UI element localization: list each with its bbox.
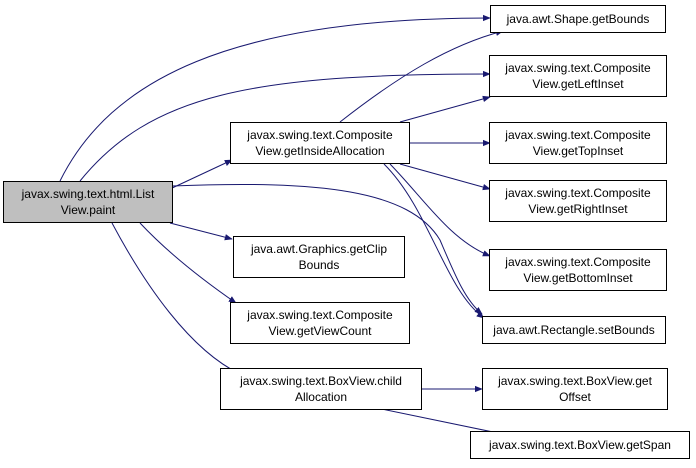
node-label-line2: View.getTopInset bbox=[532, 144, 624, 158]
node-label-line2: Bounds bbox=[298, 258, 340, 272]
edge-root-to-viewcount bbox=[139, 222, 237, 304]
edge-root-to-childalloc bbox=[111, 222, 241, 375]
edge-insidealloc-to-rightinset bbox=[399, 163, 491, 191]
node-label-line2: View.getBottomInset bbox=[523, 271, 633, 285]
node-label-line1: javax.swing.text.Composite bbox=[505, 128, 651, 142]
node-label-line1: java.awt.Rectangle.setBounds bbox=[493, 323, 655, 337]
node-label-line1: javax.swing.text.BoxView.get bbox=[498, 374, 652, 388]
edge-insidealloc-to-bottominset bbox=[389, 163, 491, 257]
node-label-line2: Allocation bbox=[294, 390, 347, 404]
node-label-line1: javax.swing.text.BoxView.getSpan bbox=[489, 438, 671, 452]
node-label-line2: View.getLeftInset bbox=[532, 77, 624, 91]
node-rectangle-setbounds[interactable]: java.awt.Rectangle.setBounds bbox=[482, 316, 666, 344]
node-label-line1: javax.swing.text.Composite bbox=[247, 128, 393, 142]
node-label-line1: java.awt.Shape.getBounds bbox=[506, 12, 650, 26]
edge-insidealloc-to-setbounds bbox=[383, 163, 485, 319]
node-label-line1: javax.swing.text.html.List bbox=[21, 187, 155, 201]
node-label-line1: java.awt.Graphics.getClip bbox=[250, 242, 388, 256]
edge-root-to-clipbounds bbox=[169, 222, 233, 241]
node-label-line1: javax.swing.text.Composite bbox=[505, 186, 651, 200]
edge-root-to-insidealloc bbox=[169, 159, 233, 190]
edge-root-to-setbounds bbox=[171, 183, 483, 315]
edge-insidealloc-to-getbounds bbox=[339, 29, 504, 123]
node-label-line1: javax.swing.text.Composite bbox=[247, 308, 393, 322]
node-boxview-getspan[interactable]: javax.swing.text.BoxView.getSpan bbox=[470, 431, 690, 459]
node-label-line2: View.getRightInset bbox=[528, 202, 628, 216]
node-label-line1: javax.swing.text.BoxView.child bbox=[240, 374, 402, 388]
node-label-line2: View.paint bbox=[60, 203, 116, 217]
node-label-line2: View.getInsideAllocation bbox=[255, 144, 385, 158]
edge-root-to-getbounds bbox=[59, 14, 491, 182]
node-label-line2: Offset bbox=[559, 390, 591, 404]
node-label-line1: javax.swing.text.Composite bbox=[505, 61, 651, 75]
node-label-line2: View.getViewCount bbox=[268, 324, 372, 338]
edge-root-to-leftinset bbox=[79, 70, 491, 182]
edge-insidealloc-to-leftinset bbox=[399, 95, 491, 123]
node-label-line1: javax.swing.text.Composite bbox=[505, 255, 651, 269]
node-shape-getbounds[interactable]: java.awt.Shape.getBounds bbox=[490, 5, 666, 33]
